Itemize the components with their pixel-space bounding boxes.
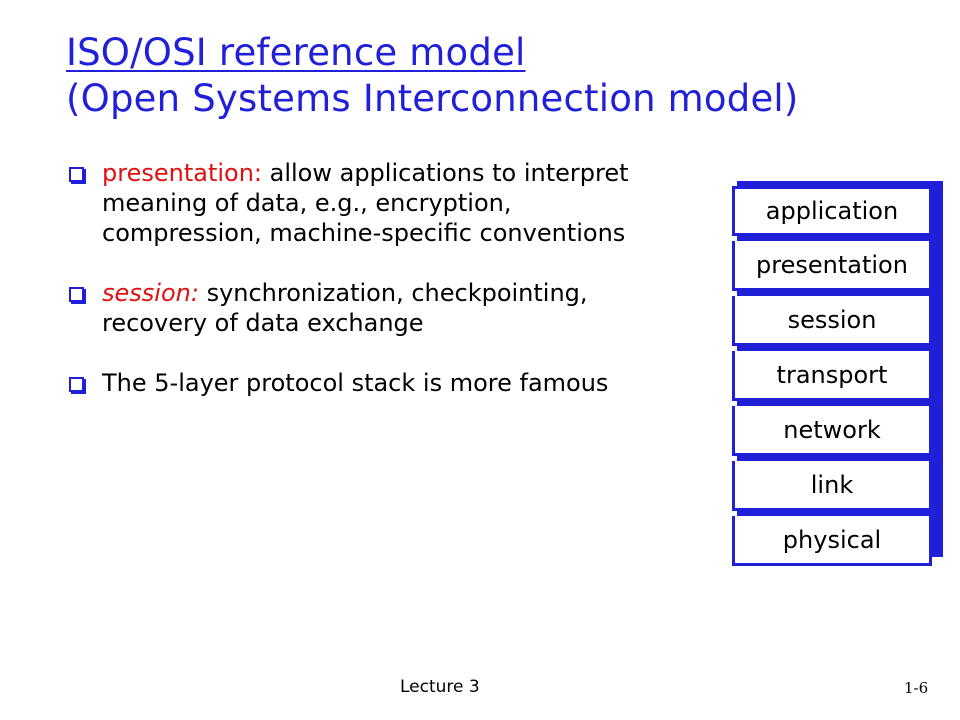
bullet-keyword: presentation: — [102, 159, 262, 187]
layer-transport: transport — [732, 351, 932, 401]
page-number: 1-6 — [904, 679, 929, 697]
layer-application: application — [732, 186, 932, 236]
layer-presentation: presentation — [732, 241, 932, 291]
bullet-keyword: session: — [102, 279, 199, 307]
square-bullet-icon — [69, 377, 84, 392]
square-bullet-icon — [69, 167, 84, 182]
bullet-text: allow applications to interpret meaning … — [102, 159, 629, 247]
layer-session: session — [732, 296, 932, 346]
bullet-text: synchronization, checkpointing, recovery… — [102, 279, 588, 337]
square-bullet-icon — [69, 287, 84, 302]
slide-title: ISO/OSI reference model (Open Systems In… — [66, 30, 946, 122]
layer-physical: physical — [732, 516, 932, 566]
bullet-list: presentation: allow applications to inte… — [69, 158, 642, 428]
layer-network: network — [732, 406, 932, 456]
layer-link: link — [732, 461, 932, 511]
title-line-2: (Open Systems Interconnection model) — [66, 77, 799, 120]
bullet-presentation: presentation: allow applications to inte… — [69, 158, 642, 248]
bullet-five-layer: The 5-layer protocol stack is more famou… — [69, 368, 642, 398]
footer-lecture: Lecture 3 — [400, 677, 480, 697]
osi-layer-stack: application presentation session transpo… — [732, 186, 932, 571]
bullet-text: The 5-layer protocol stack is more famou… — [102, 369, 609, 397]
bullet-session: session: synchronization, checkpointing,… — [69, 278, 642, 338]
title-line-1: ISO/OSI reference model — [66, 31, 526, 74]
